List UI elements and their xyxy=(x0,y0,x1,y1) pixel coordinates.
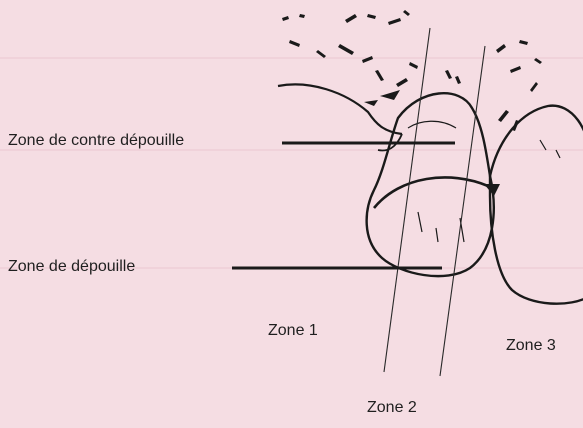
crown-stipple xyxy=(418,212,464,242)
label-zone-2: Zone 2 xyxy=(367,400,417,416)
gum-line xyxy=(278,84,402,134)
crown-detail xyxy=(408,121,456,128)
adjacent-tooth xyxy=(490,106,583,304)
gum-stippling xyxy=(282,10,542,131)
paper-lines xyxy=(0,58,583,268)
zone-line-right xyxy=(440,46,485,376)
label-zone-contre-depouille: Zone de contre dépouille xyxy=(8,133,184,149)
label-zone-1: Zone 1 xyxy=(268,323,318,339)
label-zone-3: Zone 3 xyxy=(506,338,556,354)
label-zone-depouille: Zone de dépouille xyxy=(8,259,135,275)
contour-line xyxy=(374,177,488,208)
adjacent-detail xyxy=(540,140,560,158)
